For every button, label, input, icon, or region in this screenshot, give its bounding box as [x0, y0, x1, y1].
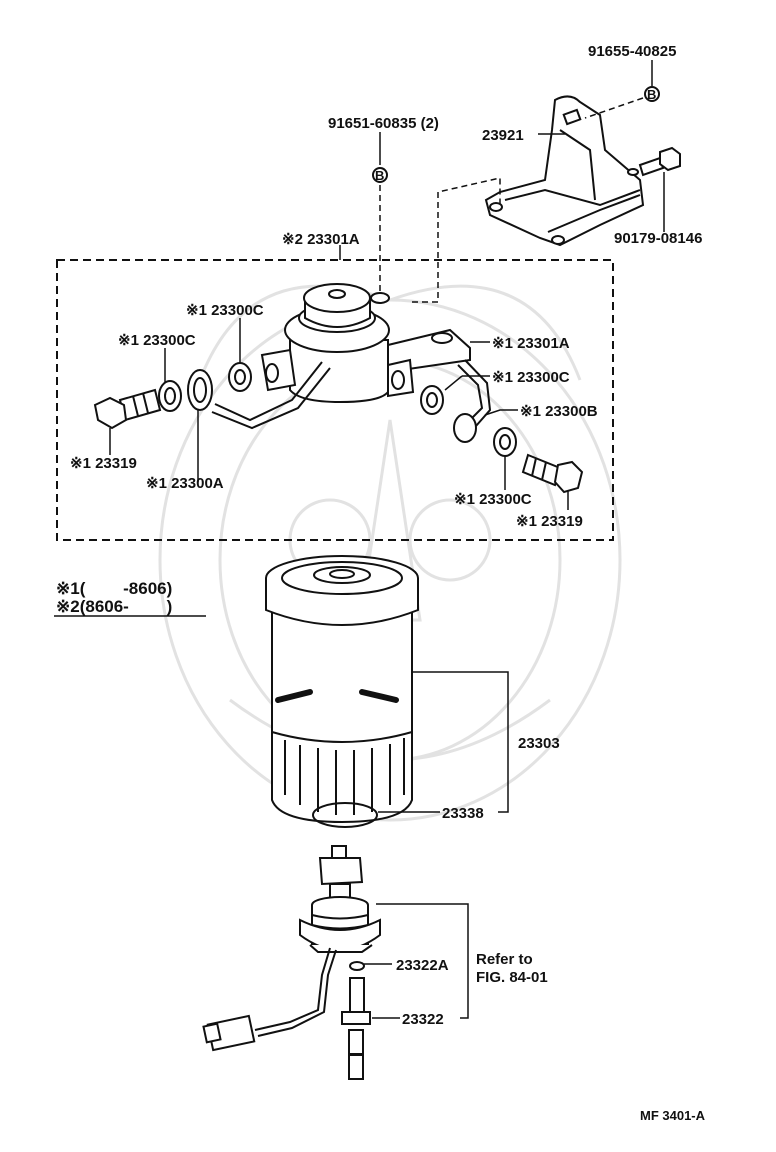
circle-b-label: B	[647, 87, 656, 102]
label-gasket-right-top: ※1 23300C	[492, 369, 570, 386]
union-bolt-right	[521, 453, 584, 494]
figure-code: MF 3401-A	[640, 1108, 706, 1123]
label-union-bolt-left: ※1 23319	[70, 455, 137, 472]
label-union-bolt-right: ※1 23319	[516, 513, 583, 530]
label-side-bolt: 90179-08146	[614, 230, 702, 247]
side-bolt	[638, 146, 681, 177]
label-refer-line-1: Refer to	[476, 951, 533, 968]
water-sensor	[202, 845, 381, 1080]
label-bracket: 23921	[482, 127, 524, 144]
circle-b-label: B	[375, 168, 384, 183]
bracket-part	[484, 95, 645, 247]
label-filter: 23303	[518, 735, 560, 752]
union-bolt-left	[93, 388, 162, 430]
label-gasket-right-bottom: ※1 23300C	[454, 491, 532, 508]
label-bolt-top-right: 91655-40825	[588, 43, 676, 60]
circle-b-icon	[372, 167, 388, 183]
label-bolt-b: 91651-60835 (2)	[328, 115, 439, 132]
label-filter-o-ring: 23338	[442, 805, 484, 822]
assembly-group-box	[56, 259, 614, 541]
label-head-sub: ※1 23301A	[492, 335, 570, 352]
label-gasket-top: ※1 23300C	[186, 302, 264, 319]
circle-b-icon	[644, 86, 660, 102]
legend-row-2: ※2(8606- )	[56, 597, 172, 616]
label-pipe-b: ※1 23300B	[520, 403, 598, 420]
pipe-a	[187, 361, 331, 430]
label-sensor: 23322	[402, 1011, 444, 1028]
filter-o-ring	[312, 802, 378, 828]
label-pipe-a: ※1 23300A	[146, 475, 224, 492]
label-filter-head: ※2 23301A	[282, 231, 360, 248]
fuel-filter	[265, 555, 419, 824]
label-refer-line-2: FIG. 84-01	[476, 969, 548, 986]
label-sensor-o-ring: 23322A	[396, 957, 449, 974]
label-gasket-left: ※1 23300C	[118, 332, 196, 349]
filter-head	[260, 283, 471, 404]
gaskets	[158, 362, 517, 457]
pipe-b	[453, 359, 492, 443]
legend-row-1: ※1( -8606)	[56, 579, 172, 598]
